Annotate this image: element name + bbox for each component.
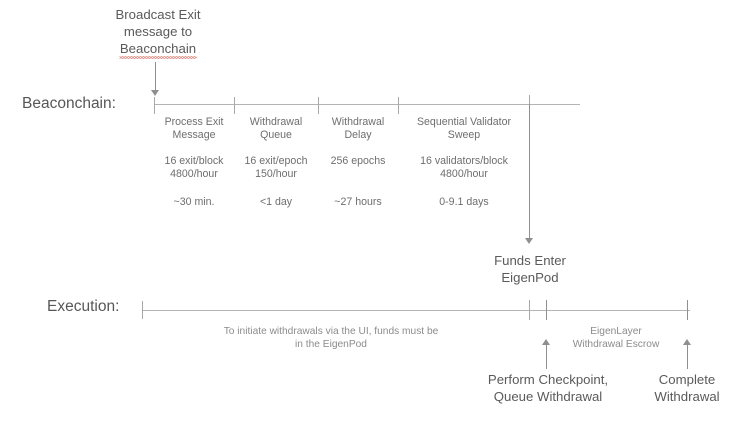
beaconchain-tick-2 (318, 97, 319, 114)
beaconchain-row-label: Beaconchain: (22, 95, 116, 112)
segment-0-rate-line-1: 16 exit/block (164, 155, 224, 167)
beaconchain-misspelled-word: Beaconchain (119, 41, 197, 59)
beaconchain-tick-0 (154, 97, 155, 114)
beaconchain-tick-1 (234, 97, 235, 114)
segment-3-rate-line-1: 16 validators/block (420, 155, 508, 167)
complete-label-line-2: Withdrawal (654, 389, 720, 404)
beaconchain-segment-1-rate: 16 exit/epoch 150/hour (244, 155, 307, 181)
segment-0-title-line-2: Message (172, 129, 216, 141)
checkpoint-arrow-shaft (546, 344, 547, 369)
eigenlayer-withdrawal-escrow-label: EigenLayer Withdrawal Escrow (573, 325, 660, 351)
escrow-line-1: EigenLayer (590, 326, 642, 337)
broadcast-exit-arrow-shaft (155, 62, 156, 92)
beaconchain-axis (154, 104, 580, 105)
segment-1-title-line-1: Withdrawal (249, 116, 303, 128)
segment-3-title-line-1: Sequential Validator (416, 116, 512, 128)
beaconchain-tick-3 (398, 97, 399, 114)
segment-2-title-line-2: Delay (344, 129, 372, 141)
execution-tick-start (142, 301, 143, 319)
funds-transfer-arrow-shaft (529, 104, 530, 240)
funds-enter-eigenpod-label: Funds Enter EigenPod (494, 252, 566, 286)
complete-withdrawal-arrow-shaft (687, 344, 688, 369)
funds-enter-line-1: Funds Enter (494, 253, 566, 268)
segment-1-title-line-2: Queue (260, 129, 292, 141)
beaconchain-segment-0-title: Process Exit Message (165, 116, 224, 142)
beaconchain-segment-3-duration: 0-9.1 days (439, 196, 489, 208)
complete-withdrawal-arrow-head (683, 339, 691, 345)
beaconchain-segment-1-title: Withdrawal Queue (250, 116, 302, 142)
segment-3-rate-line-2: 4800/hour (440, 168, 488, 180)
segment-0-rate-line-2: 4800/hour (170, 168, 218, 180)
checkpoint-label-line-1: Perform Checkpoint, (487, 372, 609, 387)
beaconchain-segment-1-duration: <1 day (259, 196, 293, 208)
beaconchain-segment-2-duration: ~27 hours (334, 196, 382, 208)
execution-note-line-1: To initiate withdrawals via the UI, fund… (223, 326, 439, 337)
segment-0-title-line-1: Process Exit (164, 116, 224, 128)
segment-1-rate-line-2: 150/hour (255, 168, 297, 180)
execution-tick-complete (687, 300, 688, 320)
funds-enter-line-2: EigenPod (501, 270, 559, 285)
perform-checkpoint-label: Perform Checkpoint, Queue Withdrawal (488, 371, 608, 405)
execution-row-label: Execution: (47, 298, 120, 315)
segment-3-title-line-2: Sweep (447, 129, 481, 141)
complete-withdrawal-label: Complete Withdrawal (654, 371, 719, 405)
broadcast-exit-line-3: Beaconchain (115, 40, 200, 59)
segment-1-rate-line-1: 16 exit/epoch (244, 155, 308, 167)
complete-label-line-1: Complete (658, 372, 716, 387)
beaconchain-segment-0-duration: ~30 min. (173, 196, 215, 208)
execution-note-line-2: in the EigenPod (295, 339, 367, 350)
beaconchain-segment-2-rate: 256 epochs (331, 155, 386, 168)
execution-tick-funds-arrive (529, 300, 530, 320)
broadcast-exit-arrow-head (151, 90, 159, 96)
execution-tick-checkpoint (546, 300, 547, 320)
broadcast-exit-line-2: message to (123, 24, 193, 39)
execution-ui-note: To initiate withdrawals via the UI, fund… (224, 325, 439, 351)
beaconchain-segment-0-rate: 16 exit/block 4800/hour (165, 155, 224, 181)
funds-transfer-arrow-head (525, 238, 533, 244)
beaconchain-segment-3-rate: 16 validators/block 4800/hour (420, 155, 508, 181)
checkpoint-label-line-2: Queue Withdrawal (493, 389, 603, 404)
beaconchain-segment-2-title: Withdrawal Delay (332, 116, 384, 142)
execution-axis (142, 310, 690, 311)
segment-2-rate-line-1: 256 epochs (330, 155, 386, 167)
escrow-line-2: Withdrawal Escrow (572, 339, 660, 350)
beaconchain-segment-3-title: Sequential Validator Sweep (417, 116, 511, 142)
broadcast-exit-line-1: Broadcast Exit (115, 7, 201, 22)
checkpoint-arrow-head (542, 339, 550, 345)
broadcast-exit-annotation: Broadcast Exit message to Beaconchain (115, 6, 201, 59)
segment-2-title-line-1: Withdrawal (331, 116, 385, 128)
